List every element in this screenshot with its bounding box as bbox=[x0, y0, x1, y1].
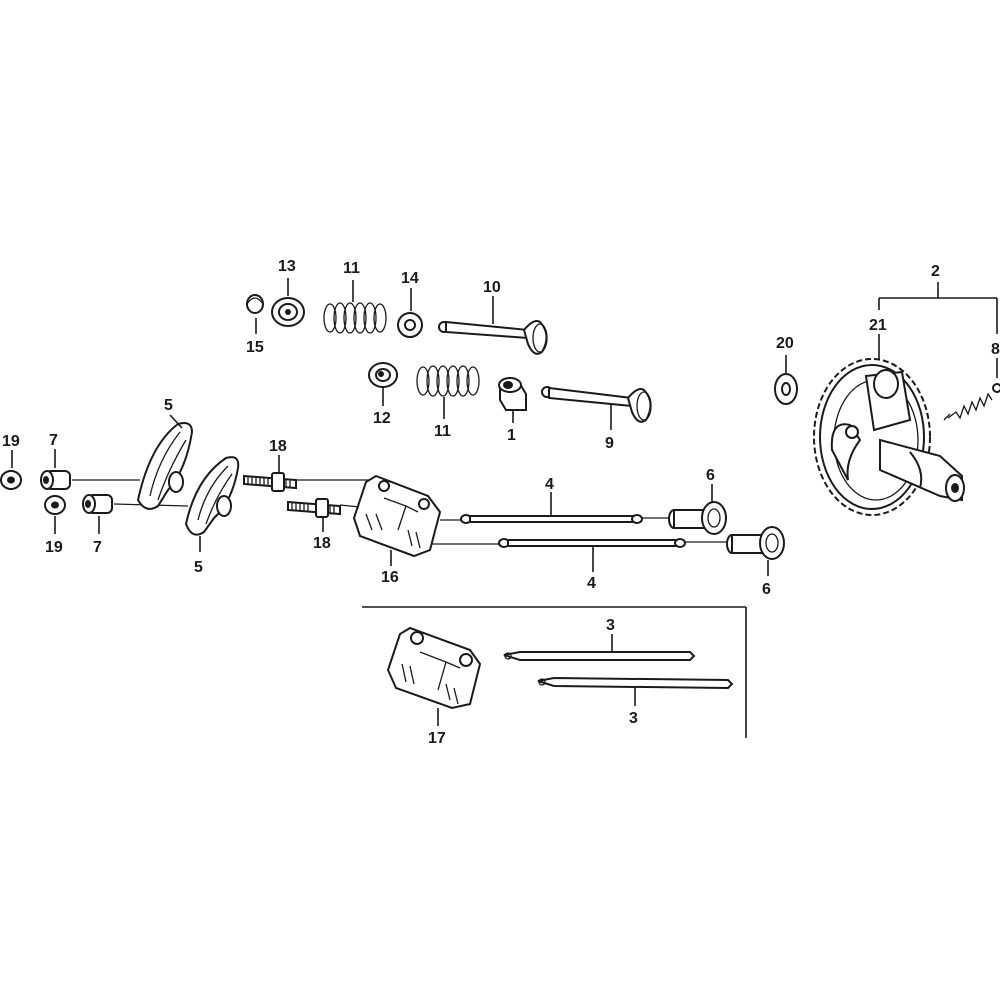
label-11-upper: 11 bbox=[343, 260, 360, 277]
part-13-spring-retainer bbox=[271, 297, 305, 327]
label-3-lower: 3 bbox=[629, 710, 638, 727]
label-19-lower: 19 bbox=[45, 539, 63, 556]
part-4-pushrod-upper bbox=[460, 514, 643, 524]
part-14-valve-seal bbox=[397, 312, 423, 338]
part-16-pushrod-guide bbox=[352, 474, 442, 558]
part-18-stud-lower bbox=[287, 498, 341, 518]
label-19-upper: 19 bbox=[2, 433, 20, 450]
label-7-upper: 7 bbox=[49, 432, 58, 449]
label-1: 1 bbox=[507, 427, 516, 444]
label-12: 12 bbox=[373, 410, 391, 427]
bracket-2 bbox=[878, 282, 998, 334]
part-8-decompressor-spring bbox=[943, 383, 1000, 421]
label-17: 17 bbox=[428, 730, 446, 747]
label-8: 8 bbox=[991, 341, 1000, 358]
part-5-rocker-arm-upper bbox=[136, 422, 194, 510]
part-11-valve-spring-lower bbox=[416, 365, 480, 397]
label-21: 21 bbox=[869, 317, 887, 334]
label-18-upper: 18 bbox=[269, 438, 287, 455]
part-19-nut-lower bbox=[44, 495, 66, 515]
part-10-exhaust-valve bbox=[438, 320, 548, 355]
label-10: 10 bbox=[483, 279, 501, 296]
part-9-intake-valve bbox=[541, 386, 652, 423]
label-14: 14 bbox=[401, 270, 419, 287]
section-bracket bbox=[362, 606, 747, 738]
label-5-lower: 5 bbox=[194, 559, 203, 576]
part-6-tappet-upper bbox=[668, 501, 727, 535]
label-6-upper: 6 bbox=[706, 467, 715, 484]
label-4-upper: 4 bbox=[545, 476, 554, 493]
label-3-upper: 3 bbox=[606, 617, 615, 634]
part-21-camshaft-gear bbox=[813, 358, 965, 516]
part-6-tappet-lower bbox=[726, 526, 785, 560]
part-11-valve-spring-upper bbox=[323, 302, 387, 334]
part-7-pivot-upper bbox=[40, 470, 71, 490]
label-7-lower: 7 bbox=[93, 539, 102, 556]
part-20-washer bbox=[774, 373, 798, 405]
part-17-pushrod-guide-plate bbox=[386, 626, 482, 710]
label-16: 16 bbox=[381, 569, 399, 586]
part-12-spring-retainer bbox=[368, 362, 398, 388]
label-11-lower: 11 bbox=[434, 423, 451, 440]
part-15-valve-cap bbox=[246, 294, 264, 314]
part-4-pushrod-lower bbox=[498, 538, 686, 548]
part-7-pivot-lower bbox=[82, 494, 113, 514]
part-3-pushrod-upper bbox=[503, 651, 696, 661]
part-1-collet bbox=[498, 377, 527, 411]
label-5-upper: 5 bbox=[164, 397, 173, 414]
part-19-nut-upper bbox=[0, 470, 22, 490]
label-13: 13 bbox=[278, 258, 296, 275]
leader-5-upper bbox=[169, 414, 183, 429]
part-3-pushrod-lower bbox=[537, 676, 734, 690]
label-2: 2 bbox=[931, 263, 940, 280]
label-18-lower: 18 bbox=[313, 535, 331, 552]
label-20: 20 bbox=[776, 335, 794, 352]
part-18-stud-upper bbox=[243, 472, 297, 492]
label-6-lower: 6 bbox=[762, 581, 771, 598]
label-9: 9 bbox=[605, 435, 614, 452]
label-15: 15 bbox=[246, 339, 264, 356]
part-5-rocker-arm-lower bbox=[184, 456, 240, 536]
label-4-lower: 4 bbox=[587, 575, 596, 592]
